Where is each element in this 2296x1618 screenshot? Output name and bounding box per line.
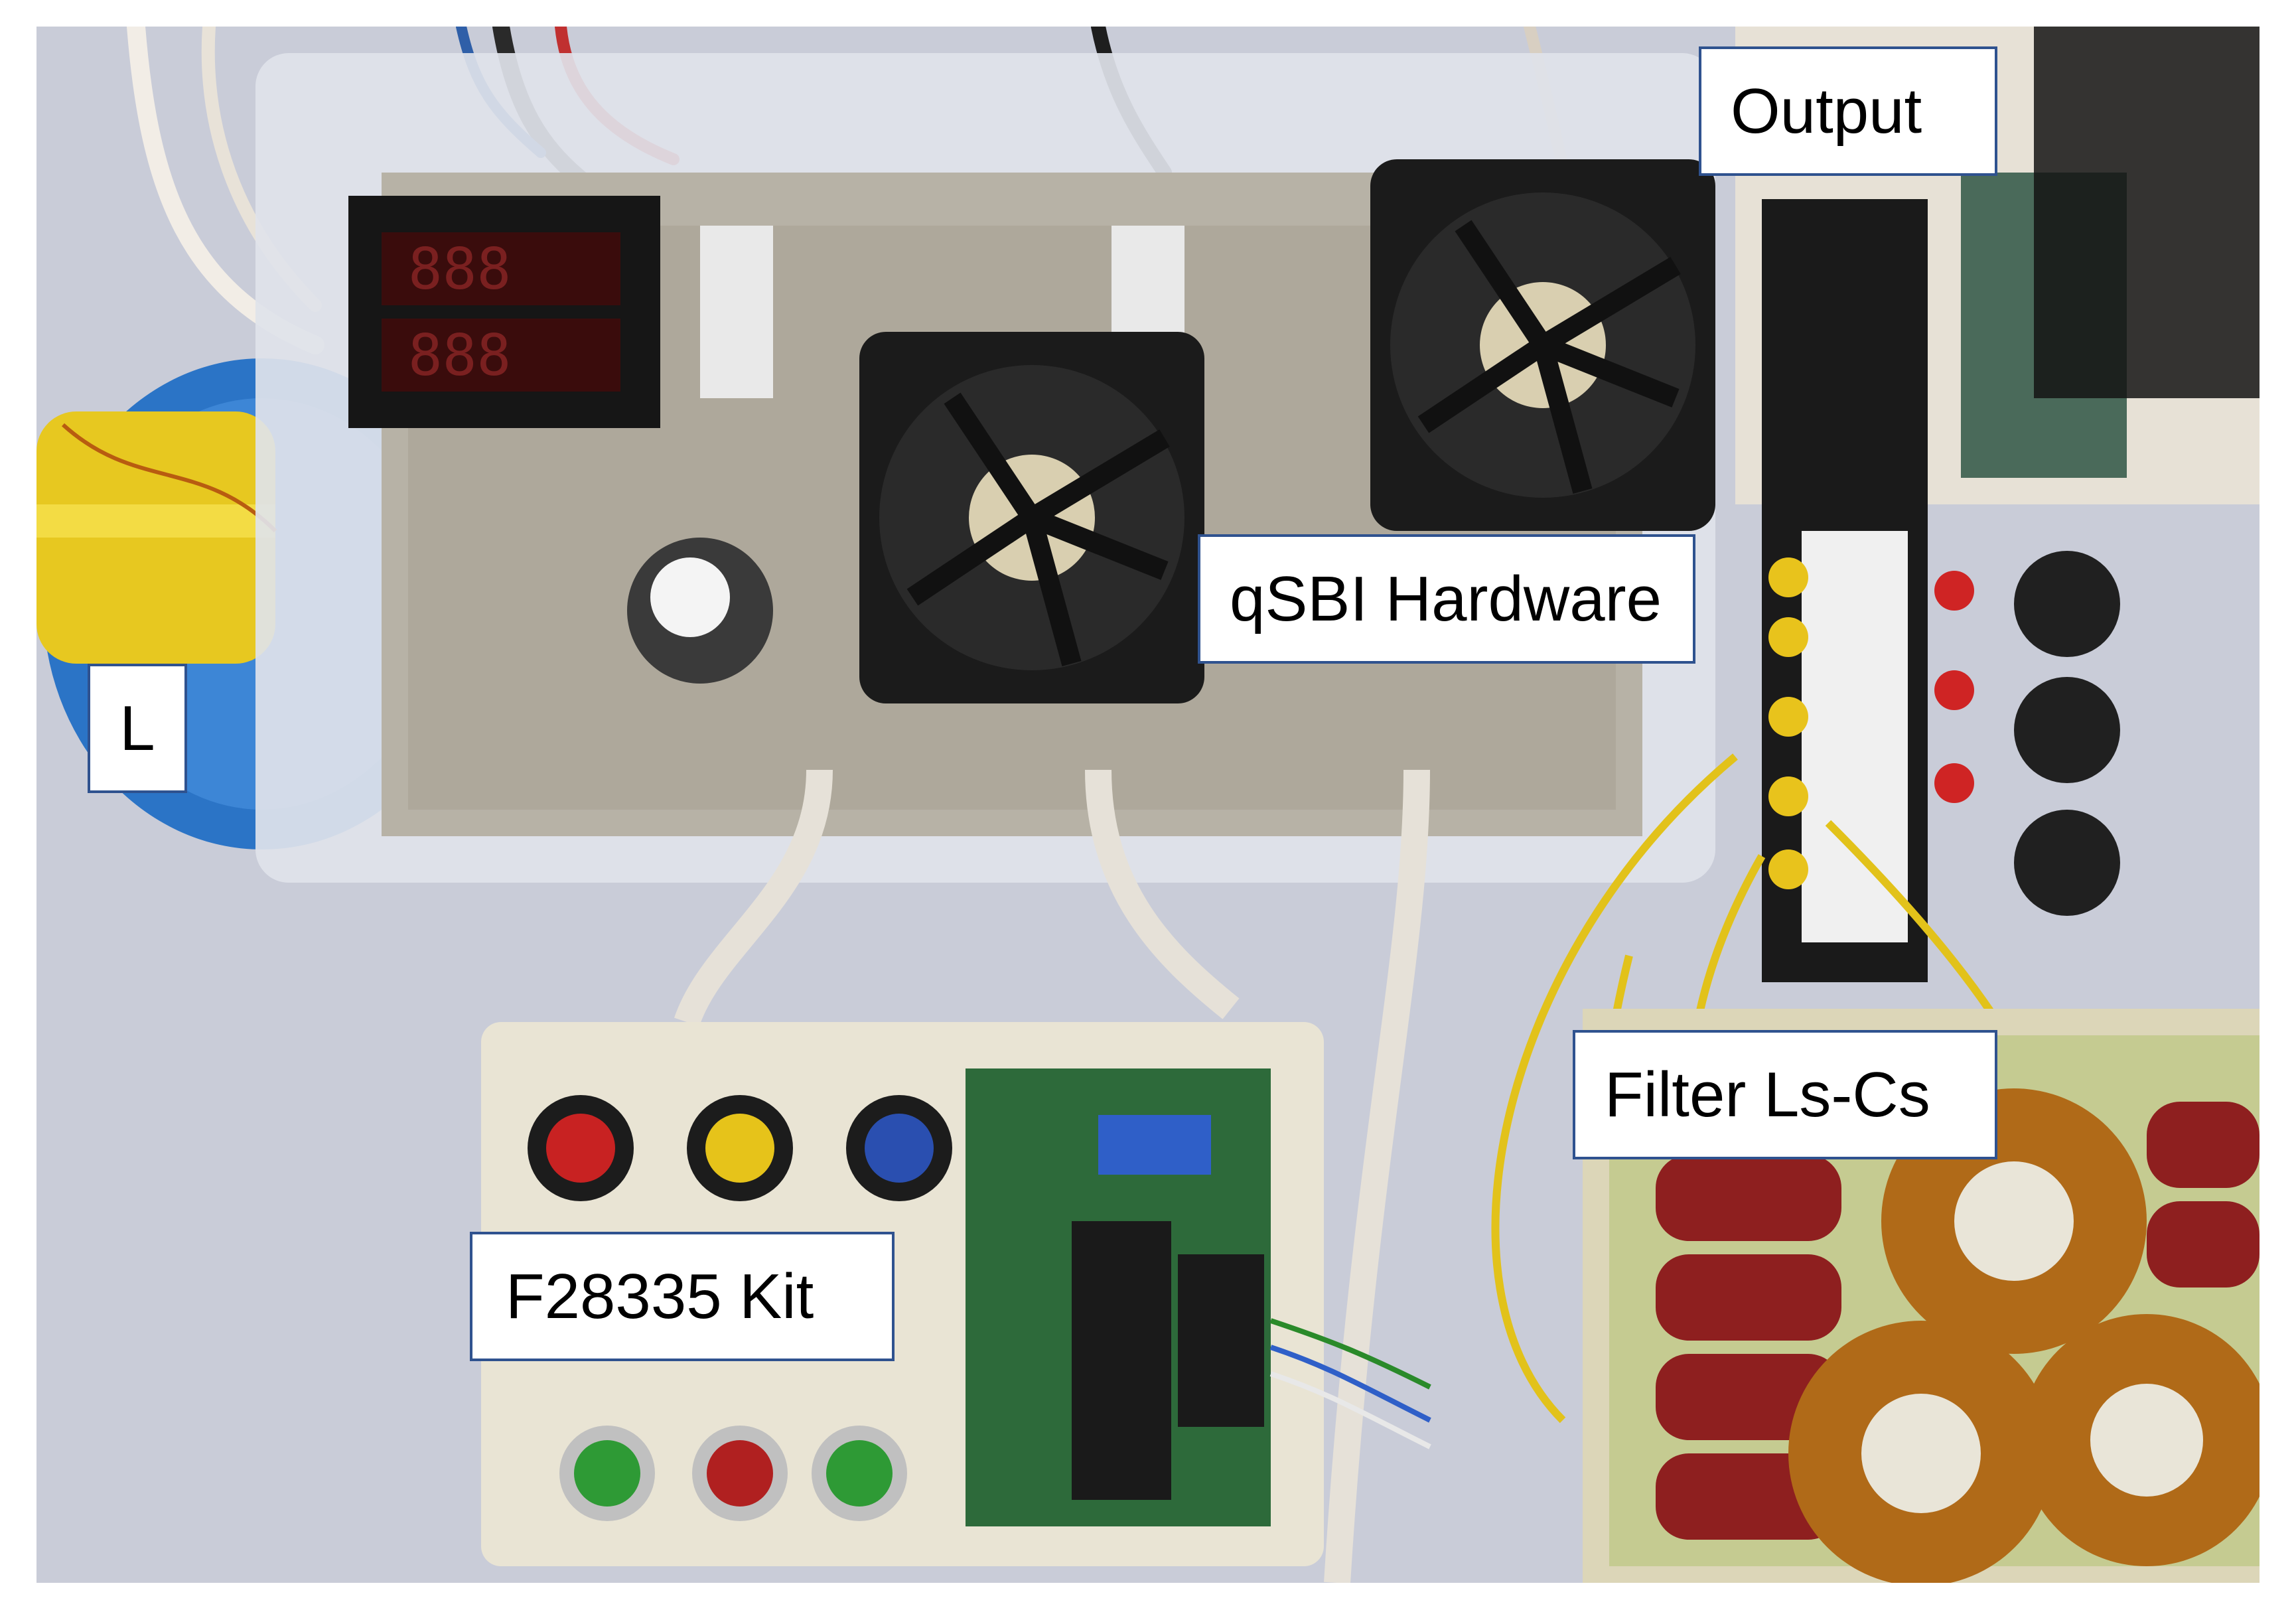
- qsbi-hardware-board: 888 888: [255, 53, 1715, 1583]
- qsbi-hardware-label: qSBI Hardware: [1198, 534, 1695, 664]
- film-capacitors: [1656, 1102, 2260, 1540]
- output-board: [1735, 27, 2260, 982]
- inductor-l-label-text: L: [119, 692, 155, 764]
- kit-label-text: F28335 Kit: [506, 1260, 814, 1332]
- filter-label-text: Filter Ls-Cs: [1605, 1059, 1930, 1130]
- output-label: Output: [1699, 46, 1997, 176]
- qsbi-hardware-label-text: qSBI Hardware: [1230, 563, 1662, 634]
- hardware-setup-photo: 888 888: [36, 27, 2260, 1583]
- terminal-block: [1768, 557, 1974, 889]
- f28335-kit-board: [481, 1022, 1431, 1566]
- svg-text:888: 888: [408, 323, 511, 389]
- control-knobs: [528, 1095, 952, 1201]
- filter-label: Filter Ls-Cs: [1573, 1030, 1997, 1159]
- push-buttons: [559, 1426, 907, 1521]
- kit-label: F28335 Kit: [470, 1232, 895, 1361]
- cooling-fan-1: [859, 332, 1204, 703]
- svg-text:888: 888: [408, 236, 511, 303]
- output-label-text: Output: [1731, 75, 1922, 147]
- cooling-fan-2: [1370, 159, 1715, 531]
- inductor-l-label: L: [88, 664, 187, 793]
- voltmeter-ammeter-display: 888 888: [348, 196, 660, 428]
